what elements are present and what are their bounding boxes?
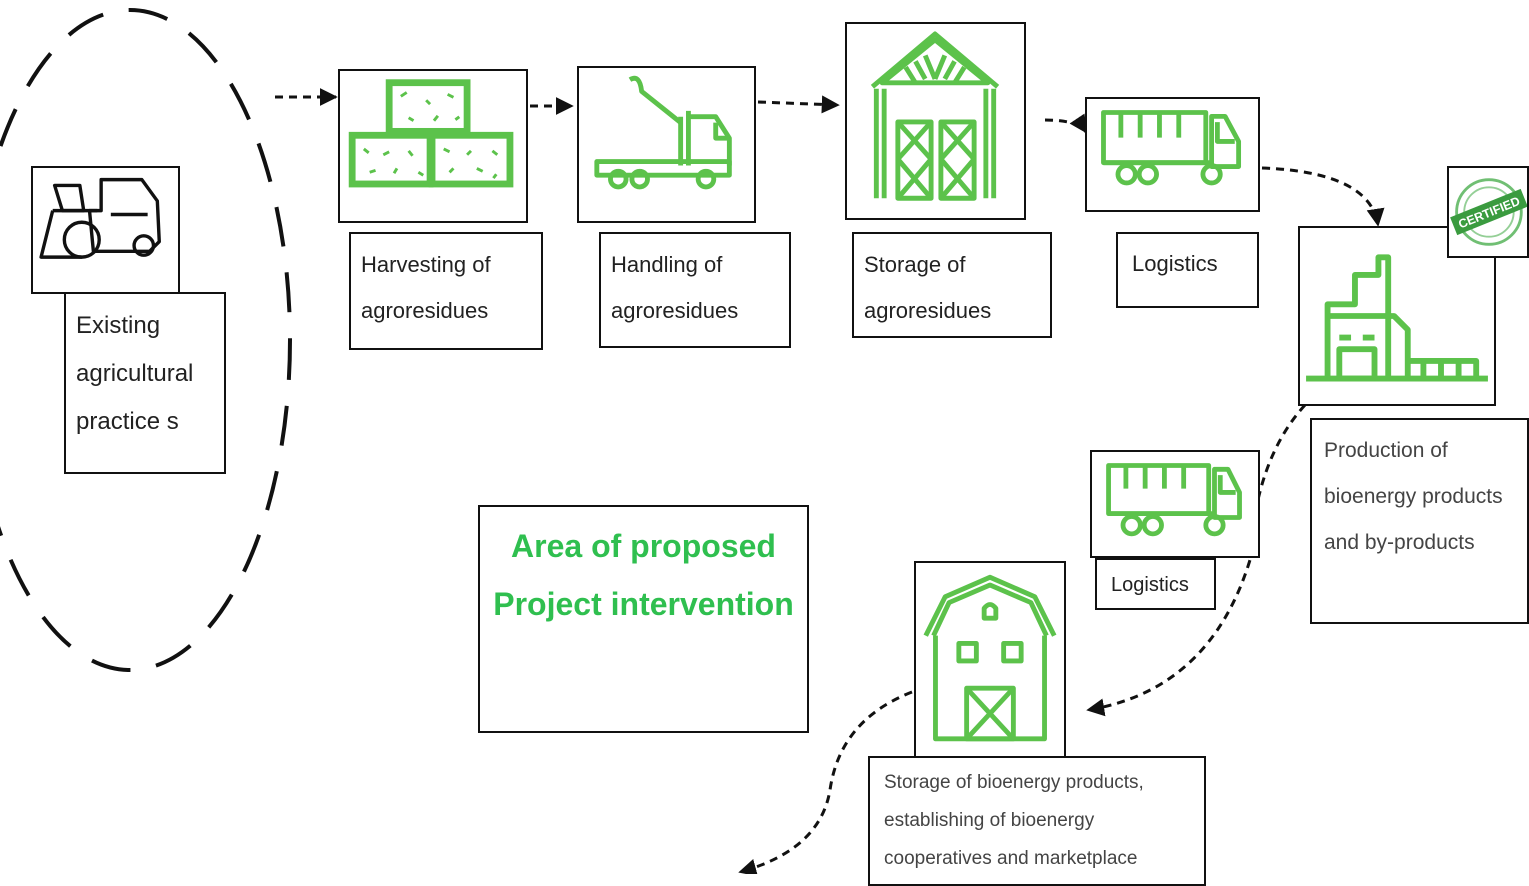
existing-line-1: Existing (76, 312, 161, 339)
storage-bio-line-2: establishing of bioenergy (884, 810, 1095, 831)
truck-icon (1106, 463, 1242, 537)
warehouse-icon (870, 31, 1000, 201)
arrow-logistics-to-production (1261, 166, 1385, 227)
storage-bio-icon-box (914, 561, 1066, 759)
storage-label: Storage of agroresidues (852, 232, 1052, 338)
storage-bio-line-3: cooperatives and marketplace (884, 848, 1138, 869)
arrow-handling-to-storage (757, 95, 840, 114)
storage-line-1: Storage of (864, 252, 966, 277)
crane-truck-icon (594, 75, 732, 190)
handling-line-1: Handling of (611, 252, 723, 277)
handling-label: Handling of agroresidues (599, 232, 791, 348)
logistics1-line-1: Logistics (1132, 251, 1218, 276)
production-icon-box (1298, 226, 1496, 406)
existing-line-2: agricultural (76, 360, 194, 387)
logistics2-label: Logistics (1095, 558, 1216, 610)
handling-icon-box (577, 66, 756, 223)
arrow-storage-to-logistics (1044, 113, 1088, 134)
production-label: Production of bioenergy products and by-… (1310, 418, 1529, 624)
callout-line-2: Project intervention (493, 586, 794, 622)
certified-stamp-icon: CERTIFIED (1450, 178, 1527, 246)
storage-bio-label: Storage of bioenergy products, establish… (868, 756, 1206, 886)
logistics1-icon-box (1085, 97, 1260, 212)
existing-practices-label: Existing agricultural practice s (64, 292, 226, 474)
storage-bio-line-1: Storage of bioenergy products, (884, 772, 1144, 793)
storage-line-2: agroresidues (864, 298, 992, 323)
logistics2-line-1: Logistics (1111, 574, 1189, 596)
production-line-3: and by-products (1324, 531, 1475, 554)
hay-bales-icon (348, 79, 514, 188)
harvesting-icon-box (338, 69, 528, 223)
storage-icon-box (845, 22, 1026, 220)
barn-icon (923, 574, 1057, 742)
handling-line-2: agroresidues (611, 298, 739, 323)
logistics1-label: Logistics (1116, 232, 1259, 308)
existing-practices-oval (0, 8, 292, 672)
harvesting-label: Harvesting of agroresidues (349, 232, 543, 350)
truck-icon (1101, 110, 1242, 186)
production-line-2: bioenergy products (1324, 485, 1503, 508)
harvesting-line-1: Harvesting of (361, 252, 491, 277)
arrow-production-to-storage-bio (1086, 403, 1307, 717)
callout-line-1: Area of proposed (511, 528, 776, 564)
tractor-icon (39, 177, 161, 259)
factory-icon (1306, 254, 1488, 382)
existing-practices-icon-box (31, 166, 180, 294)
existing-line-3: practice s (76, 408, 179, 435)
project-intervention-callout: Area of proposed Project intervention (478, 505, 809, 733)
certified-badge-box: CERTIFIED (1447, 166, 1529, 258)
production-line-1: Production of (1324, 439, 1448, 462)
arrow-storage-bio-to-market (738, 690, 913, 874)
harvesting-line-2: agroresidues (361, 298, 489, 323)
logistics2-icon-box (1090, 450, 1260, 558)
